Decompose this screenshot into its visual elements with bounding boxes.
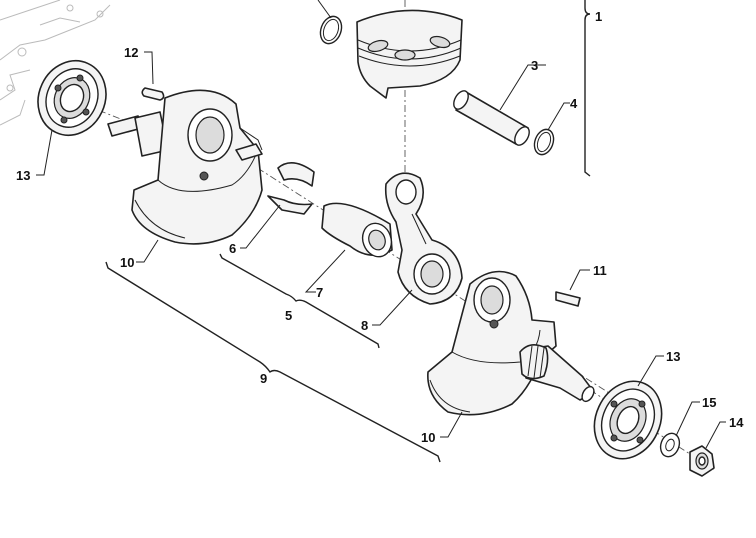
leader-lines: [36, 0, 726, 449]
callout-9: 9: [260, 371, 267, 386]
callout-5: 5: [285, 308, 292, 323]
main-bearing-right: [593, 380, 663, 460]
crank-half-left: [107, 89, 263, 245]
callout-4: 4: [570, 96, 578, 111]
callout-14: 14: [729, 415, 744, 430]
bracket-1: [584, 0, 591, 177]
main-bearing-left: [37, 60, 107, 136]
callout-7: 7: [316, 285, 323, 300]
assembly-brackets: [105, 0, 591, 463]
circlip: [533, 128, 555, 156]
piston-pin: [453, 90, 530, 146]
washer: [659, 432, 681, 458]
crank-pin: [321, 202, 393, 258]
callout-11: 11: [593, 263, 607, 278]
bearing-shell-pair: [267, 162, 315, 215]
engine-case-outline: [0, 0, 111, 126]
callout-1: 1: [595, 9, 602, 24]
woodruff-key-right: [555, 291, 581, 307]
callout-8: 8: [361, 318, 368, 333]
crank-nut: [689, 445, 715, 477]
piston: [356, 9, 463, 99]
circlip-upper: [319, 15, 343, 45]
bracket-5: [219, 253, 380, 349]
connecting-rod: [384, 172, 463, 305]
callout-13-left: 13: [16, 168, 30, 183]
crank-half-right: [427, 270, 595, 416]
bracket-9: [105, 261, 441, 463]
woodruff-key-left: [141, 87, 165, 101]
callout-10-left: 10: [120, 255, 134, 270]
callout-12: 12: [124, 45, 138, 60]
callout-6: 6: [229, 241, 236, 256]
callout-3: 3: [531, 58, 538, 73]
callout-labels: 1 3 4 5 6 7 8 9 10 10 11 12 13 13 14 15: [16, 9, 744, 445]
callout-10-right: 10: [421, 430, 435, 445]
callout-13-right: 13: [666, 349, 680, 364]
callout-15: 15: [702, 395, 716, 410]
